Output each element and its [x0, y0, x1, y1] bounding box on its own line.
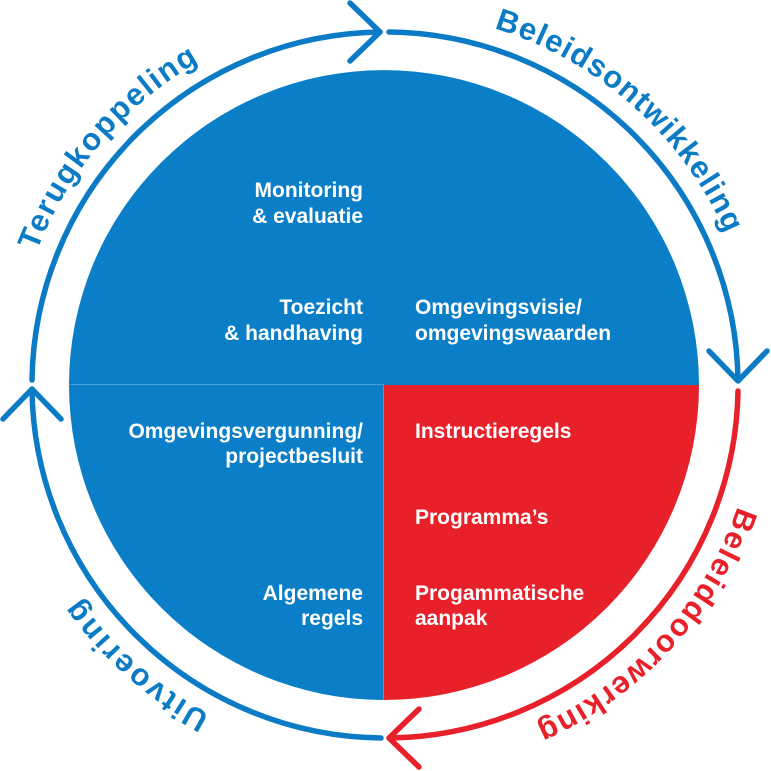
top-left-items: Monitoring & evaluatie Toezicht & handha… [224, 179, 363, 345]
ring-segment-terugkoppeling [29, 29, 383, 383]
item-programmas: Programma’s [415, 506, 548, 529]
item-line: Omgevingsvisie/ [415, 296, 582, 319]
item-line: & evaluatie [252, 205, 363, 228]
item-line: Omgevingsvergunning/ [128, 420, 363, 443]
item-instructieregels: Instructieregels [415, 420, 571, 443]
arrow-right-icon [347, 0, 383, 64]
item-line: Monitoring [255, 179, 363, 202]
item-line: Progammatische [415, 582, 584, 605]
bottom-left-items: Omgevingsvergunning/ projectbesluit Alge… [128, 420, 363, 630]
item-toezicht-handhaving: Toezicht & handhaving [224, 296, 363, 345]
item-line: omgevingswaarden [415, 322, 611, 345]
ring-segment-beleidsontwikkeling [386, 29, 741, 383]
item-line: aanpak [415, 607, 488, 630]
quadrant-bottom-left [69, 385, 384, 700]
item-line: regels [301, 607, 363, 630]
item-line: & handhaving [224, 322, 363, 345]
arrow-up-icon [0, 386, 64, 422]
item-omgevingsvergunning: Omgevingsvergunning/ projectbesluit [128, 420, 363, 468]
arrow-left-icon [386, 706, 422, 770]
ring-segment-uitvoering [29, 388, 384, 741]
item-programmatische-aanpak: Progammatische aanpak [415, 582, 584, 630]
bottom-right-items: Instructieregels Programma’s Progammatis… [415, 420, 584, 630]
ring-segment-beleiddoorwerking [388, 388, 741, 741]
quadrant-top [69, 70, 699, 386]
item-line: Toezicht [279, 296, 363, 319]
quadrant-bottom-right [384, 385, 699, 700]
item-monitoring-evaluatie: Monitoring & evaluatie [252, 179, 363, 228]
item-line: Algemene [263, 582, 363, 605]
item-line: projectbesluit [225, 445, 363, 468]
item-omgevingsvisie: Omgevingsvisie/ omgevingswaarden [415, 296, 611, 345]
item-algemene-regels: Algemene regels [263, 582, 363, 630]
arrow-down-icon [706, 348, 770, 384]
item-line: Instructieregels [415, 420, 571, 443]
central-circle [69, 70, 699, 700]
top-right-items: Omgevingsvisie/ omgevingswaarden [415, 296, 611, 345]
item-line: Programma’s [415, 506, 548, 529]
